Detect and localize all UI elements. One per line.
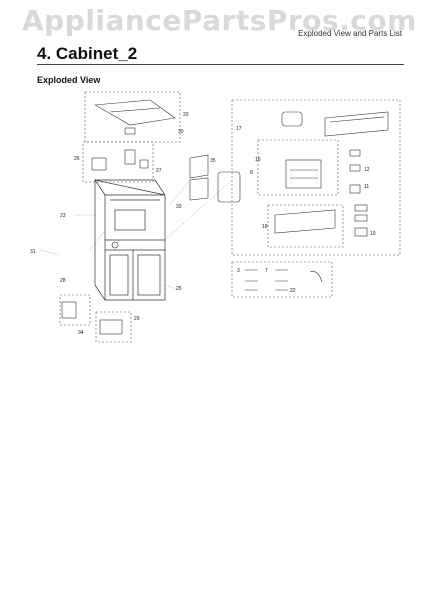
callout-31: 31	[30, 249, 36, 255]
callout-23: 23	[60, 213, 66, 219]
control-panels	[189, 111, 389, 234]
hinge-parts	[91, 149, 149, 171]
hinge-group	[82, 141, 154, 183]
top-bracket	[94, 99, 176, 135]
callout-12: 12	[364, 167, 370, 173]
callout-18: 18	[262, 224, 268, 230]
page-title: 4. Cabinet_2	[37, 44, 138, 63]
header-label: Exploded View and Parts List	[298, 29, 402, 38]
title-divider	[37, 64, 404, 65]
small-parts	[61, 149, 368, 335]
control-assembly-group	[231, 99, 401, 256]
callout-17: 17	[236, 126, 242, 132]
callout-8: 8	[250, 170, 253, 176]
top-bracket-group	[84, 91, 181, 143]
callout-27: 27	[156, 168, 162, 174]
callout-29: 29	[134, 316, 140, 322]
section-subtitle: Exploded View	[37, 75, 101, 85]
callout-28: 28	[60, 278, 66, 284]
callout-34: 34	[78, 330, 84, 336]
callout-10: 10	[370, 231, 376, 237]
callout-35: 35	[210, 158, 216, 164]
refrigerator-cabinet	[94, 179, 166, 301]
callout-16: 16	[255, 157, 261, 163]
callout-11: 11	[364, 184, 369, 190]
callout-30: 30	[178, 129, 184, 135]
callout-20: 20	[183, 112, 189, 118]
callout-3: 3	[237, 268, 240, 274]
callout-25: 25	[176, 286, 182, 292]
watermark-logo: AppliancePartsPros.com	[22, 4, 417, 37]
callout-26: 26	[74, 156, 80, 162]
parts-list-group	[231, 261, 333, 298]
callout-7: 7	[265, 268, 268, 274]
callout-22: 22	[290, 288, 296, 294]
callout-33: 33	[176, 204, 182, 210]
